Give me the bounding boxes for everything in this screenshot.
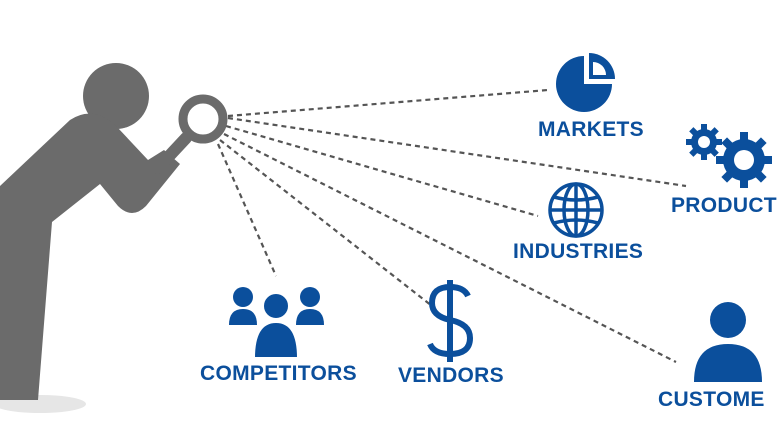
connector-markets [227,88,549,118]
user-icon [694,302,762,382]
globe-icon [548,182,604,238]
dollar-icon [427,280,474,362]
label-markets: MARKETS [538,118,644,141]
label-industries: INDUSTRIES [513,240,644,263]
label-products: PRODUCT [671,194,777,217]
person-head [83,63,149,129]
group-icon [229,287,324,359]
label-competitors: COMPETITORS [200,362,357,385]
gears-icon [686,124,772,188]
label-vendors: VENDORS [398,364,504,387]
label-customers: CUSTOME [658,388,765,411]
connector-industries [225,124,539,218]
connector-lines [216,88,687,363]
person-with-magnifying-glass-icon [0,63,228,400]
pie-chart-icon [556,53,615,112]
magnifier-lens [178,94,228,144]
magnifier-handle [152,132,192,174]
connector-competitors [216,143,278,277]
connector-customers [223,133,677,363]
person-body [0,113,180,400]
